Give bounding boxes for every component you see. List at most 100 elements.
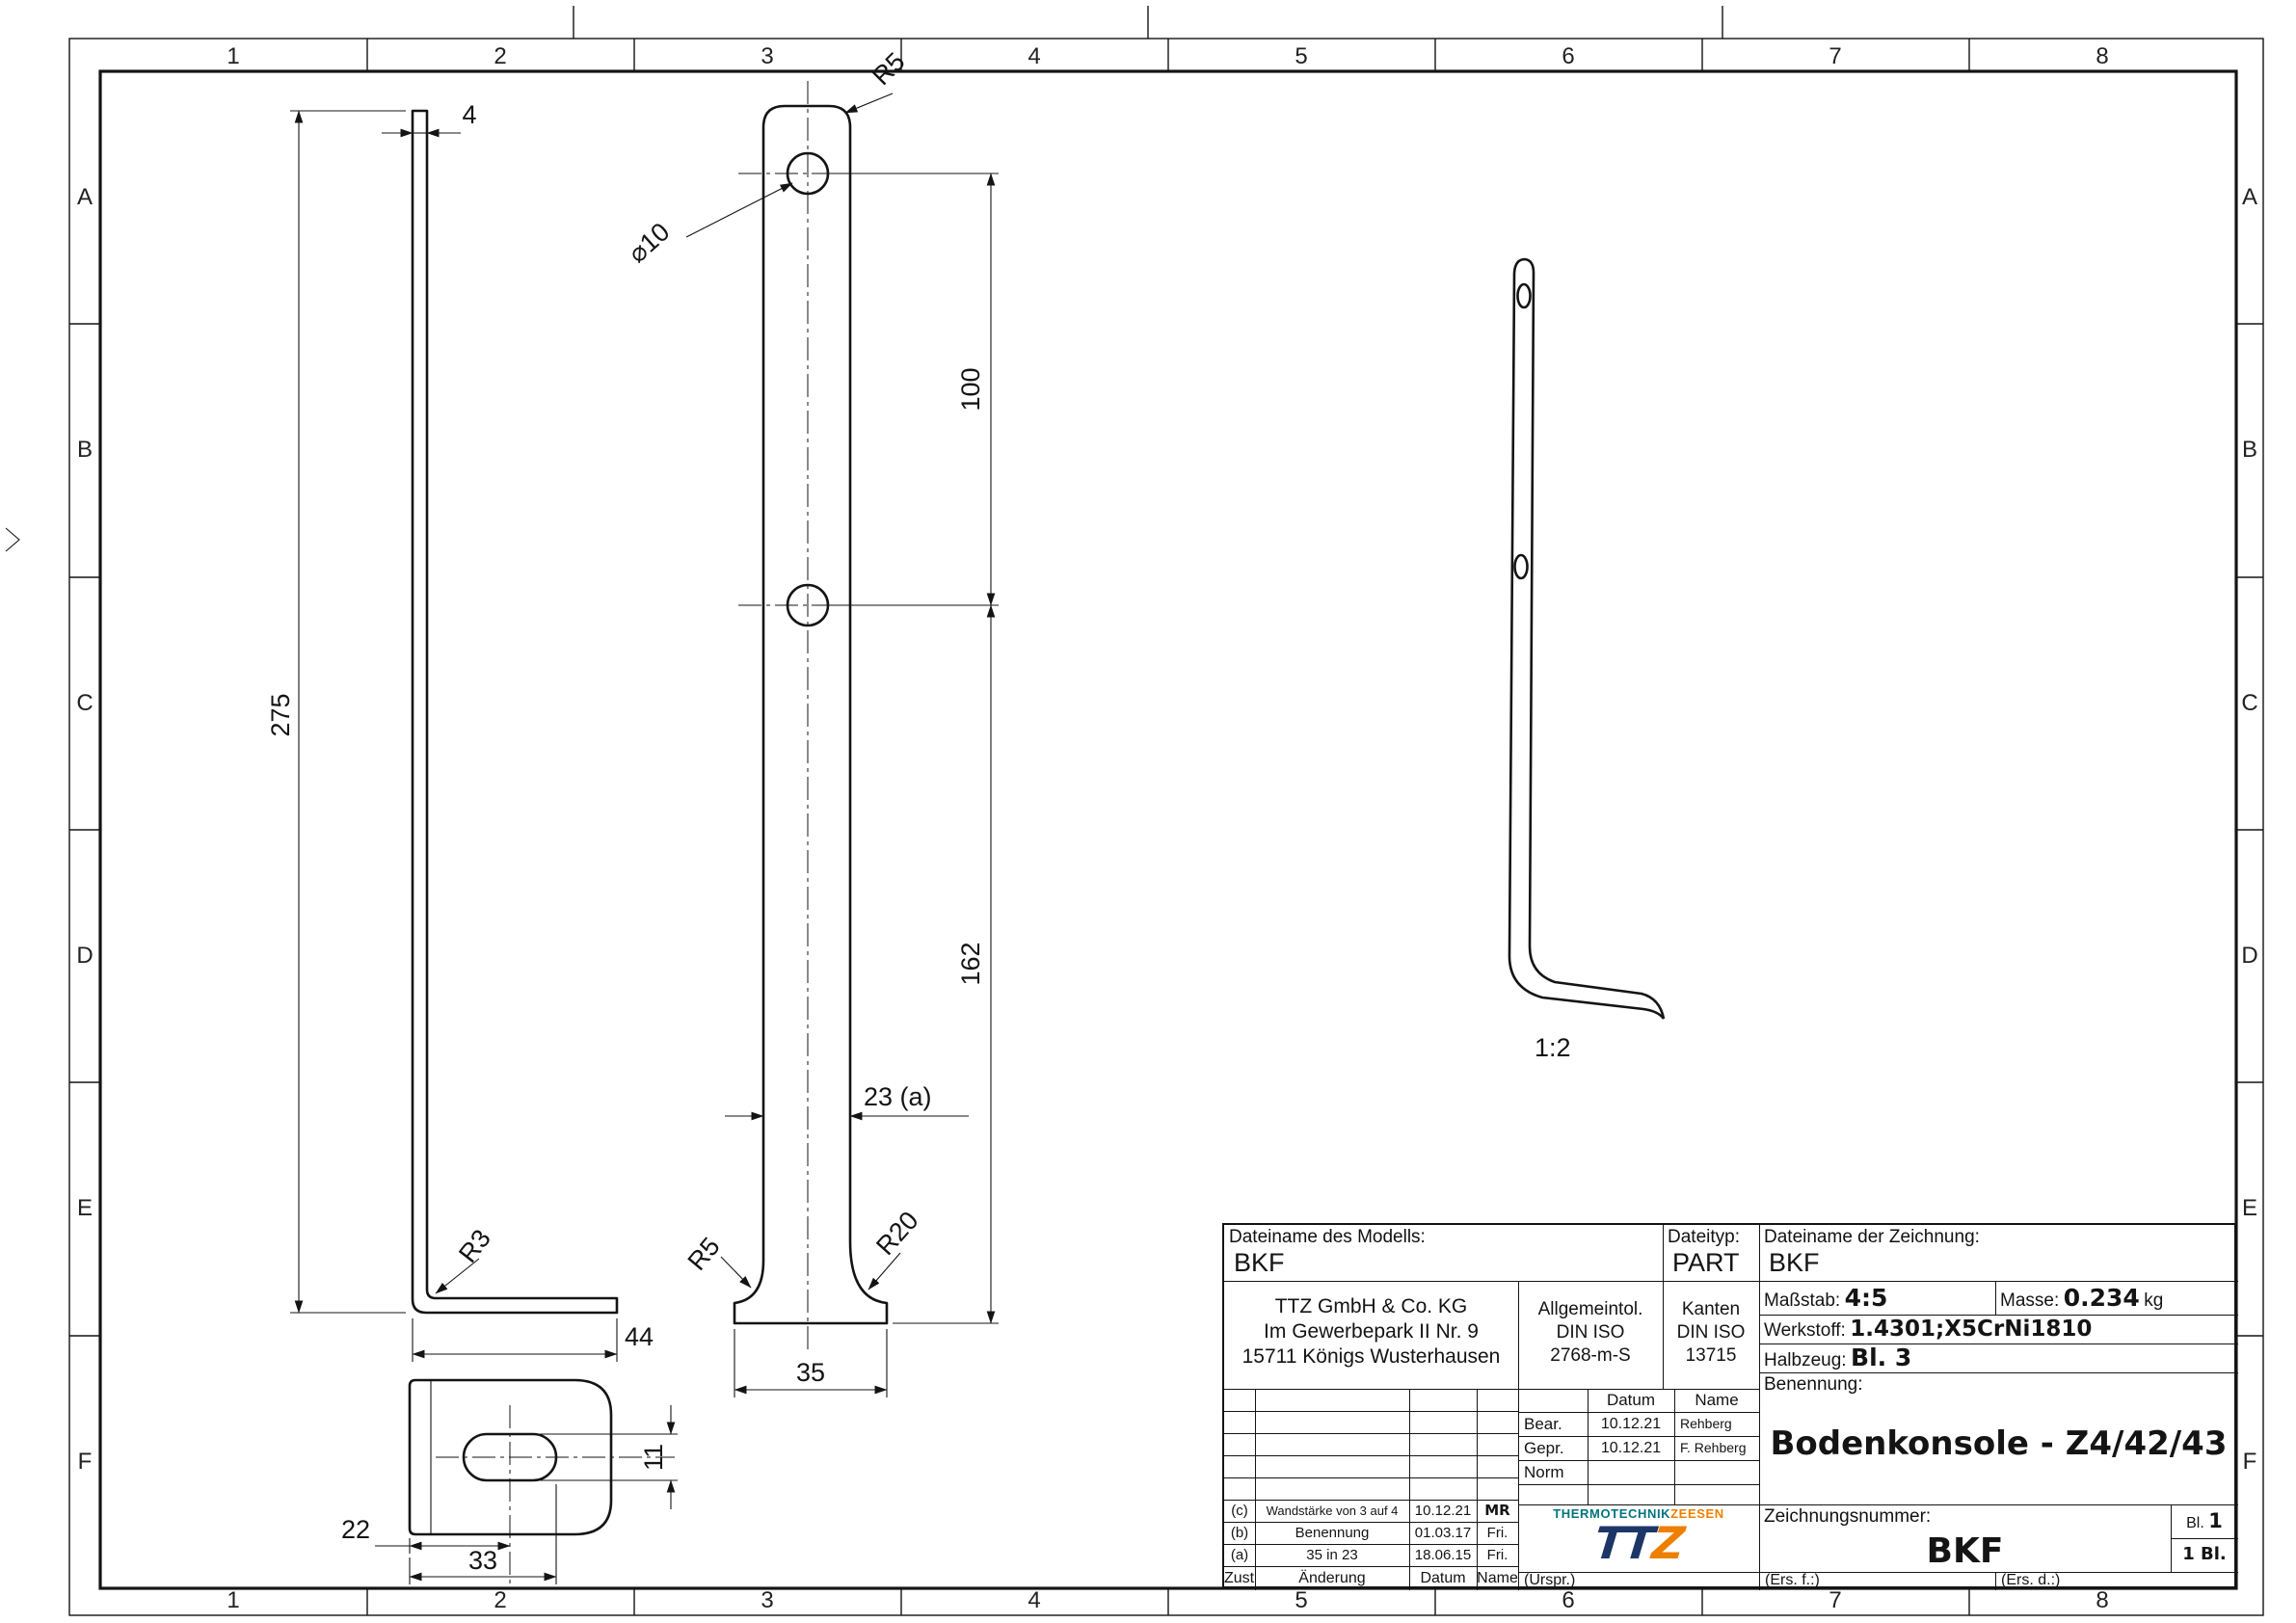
model-file-label: Dateiname des Modells: — [1229, 1227, 1426, 1247]
dim-slot-end: 33 — [468, 1546, 497, 1575]
dim-corner-radius: R5 — [867, 47, 911, 92]
frame-col-label: 4 — [1028, 43, 1041, 69]
sheet-frame — [5, 6, 2264, 1616]
revision-header-row: Zust. Änderung Datum Name — [1224, 1570, 1518, 1586]
material-label: Werkstoff: — [1764, 1320, 1846, 1341]
company-city: 15711 Königs Wusterhausen — [1241, 1345, 1501, 1368]
brand-wordmark: THERMOTECHNIKZEESEN — [1518, 1506, 1759, 1521]
dim-foot-length: 44 — [625, 1322, 654, 1351]
frame-col-label: 8 — [2096, 43, 2109, 69]
frame-row-label: C — [2241, 690, 2258, 716]
frame-row-label: F — [77, 1449, 93, 1475]
semi-finished-cell: Halbzeug: Bl. 3 — [1759, 1344, 2238, 1372]
frame-col-label: 3 — [761, 1587, 774, 1613]
mass-value: 0.234 — [2063, 1284, 2140, 1312]
frame-col-label: 1 — [227, 43, 240, 69]
material-value: 1.4301;X5CrNi1810 — [1850, 1317, 2093, 1342]
revision-row: (c) Wandstärke von 3 auf 4 10.12.21 MR — [1231, 1502, 1510, 1519]
frame-col-label: 8 — [2096, 1587, 2109, 1613]
approval-header: Datum Name — [1518, 1389, 1759, 1412]
drawing-number-label: Zeichnungsnummer: — [1764, 1506, 1932, 1527]
file-type-value: PART — [1672, 1248, 1740, 1277]
approval-row: Gepr. 10.12.21 F. Rehberg — [1524, 1439, 1747, 1457]
drawing-number-value: BKF — [1926, 1531, 2004, 1571]
frame-col-label: 7 — [1829, 43, 1842, 69]
title-block: Dateiname des Modells: BKF Dateityp: PAR… — [1222, 1223, 2238, 1590]
sheet-value: 1 — [2208, 1509, 2223, 1532]
dim-flare-left: R5 — [682, 1232, 726, 1276]
file-type-cell: Dateityp: PART — [1663, 1225, 1759, 1281]
frame-col-label: 5 — [1295, 43, 1308, 69]
semi-finished-value: Bl. 3 — [1851, 1344, 1912, 1371]
fold-mark — [5, 527, 20, 552]
frame-row-label: C — [76, 690, 93, 716]
replaced-by-cell: (Ers. d.:) — [2001, 1572, 2061, 1588]
frame-row-label: A — [76, 184, 93, 210]
approval-row: Bear. 10.12.21 Rehberg — [1524, 1415, 1732, 1433]
frame-row-label: A — [2241, 184, 2257, 210]
semi-finished-label: Halbzeug: — [1764, 1350, 1847, 1370]
dim-flare-right: R20 — [870, 1206, 923, 1261]
hole-top-small — [1516, 282, 1532, 309]
file-type-label: Dateityp: — [1668, 1227, 1740, 1247]
mass-label: Masse: — [2000, 1290, 2060, 1311]
scale-value: 4:5 — [1844, 1284, 1888, 1312]
frame-row-label: D — [76, 943, 93, 969]
frame-col-label: 3 — [761, 43, 774, 69]
approval-name-header: Name — [1695, 1391, 1739, 1409]
revision-row: (a) 35 in 23 18.06.15 Fri. — [1230, 1547, 1508, 1563]
sheet-number-cell: Bl. 1 — [2171, 1504, 2238, 1538]
frame-row-label: E — [76, 1195, 93, 1221]
drawing-number-cell: Zeichnungsnummer: BKF — [1759, 1504, 2171, 1572]
designation-value: Bodenkonsole - Z4/42/43 — [1770, 1424, 2228, 1463]
dim-slot-height: 11 — [639, 1444, 668, 1471]
approval-date-header: Datum — [1606, 1391, 1656, 1409]
dim-thickness: 4 — [462, 100, 476, 129]
replacement-for-cell: (Ers. f.:) — [1765, 1572, 1820, 1588]
dim-bar-width: 23 (a) — [864, 1082, 932, 1111]
mass-unit: kg — [2144, 1290, 2164, 1311]
hole-middle-small — [1513, 553, 1529, 580]
frame-row-label: F — [2242, 1449, 2257, 1475]
dim-hole-spacing: 100 — [956, 367, 985, 411]
dim-bend-radius: R3 — [453, 1224, 496, 1268]
frame-col-label: 7 — [1829, 1587, 1842, 1613]
frame-col-label: 2 — [494, 43, 507, 69]
frame-row-label: E — [2241, 1195, 2257, 1221]
centering-marks — [5, 6, 1723, 552]
scale-label: 1:2 — [1535, 1033, 1571, 1062]
dim-slot-offset: 22 — [341, 1515, 370, 1544]
drawing-file-label: Dateiname der Zeichnung: — [1764, 1227, 1980, 1247]
frame-col-label: 4 — [1028, 1587, 1041, 1613]
frame-col-label: 6 — [1562, 1587, 1575, 1613]
edges-cell: Kanten DIN ISO 13715 — [1676, 1299, 1746, 1366]
brand-primary: THERMOTECHNIK — [1553, 1506, 1671, 1521]
brand-secondary: ZEESEN — [1670, 1506, 1724, 1521]
company-street: Im Gewerbepark II Nr. 9 — [1264, 1320, 1479, 1343]
scale-label: Maßstab: — [1764, 1290, 1841, 1311]
sheet-total-cell: 1 Bl. — [2182, 1544, 2227, 1564]
frame-col-label: 1 — [227, 1587, 240, 1613]
frame-row-label: D — [2241, 943, 2258, 969]
frame-row-label: B — [76, 437, 93, 463]
ttz-logo: TTZ — [1591, 1517, 1686, 1569]
sheet-label: Bl. — [2186, 1515, 2204, 1531]
drawing-file-cell: Dateiname der Zeichnung: BKF — [1759, 1225, 2238, 1281]
designation-label: Benennung: — [1764, 1374, 1863, 1395]
approval-row: Norm — [1524, 1463, 1564, 1481]
dim-base-width: 35 — [796, 1358, 825, 1387]
frame-col-label: 6 — [1562, 43, 1575, 69]
side-view: 4 275 44 R3 — [266, 100, 654, 1362]
scale-cell: Maßstab: 4:5 — [1759, 1281, 1995, 1315]
general-tolerance-cell: Allgemeintol. DIN ISO 2768-m-S — [1537, 1299, 1643, 1366]
origin-cell: (Urspr.) — [1524, 1572, 1576, 1588]
dim-height: 275 — [266, 693, 295, 736]
dim-lower-length: 162 — [956, 942, 985, 985]
slot — [462, 1432, 558, 1482]
dim-hole-dia: ⌀10 — [623, 217, 675, 268]
frame-row-label: B — [2241, 437, 2257, 463]
company-name: TTZ GmbH & Co. KG — [1274, 1295, 1468, 1317]
drawing-file-value: BKF — [1769, 1248, 1820, 1277]
